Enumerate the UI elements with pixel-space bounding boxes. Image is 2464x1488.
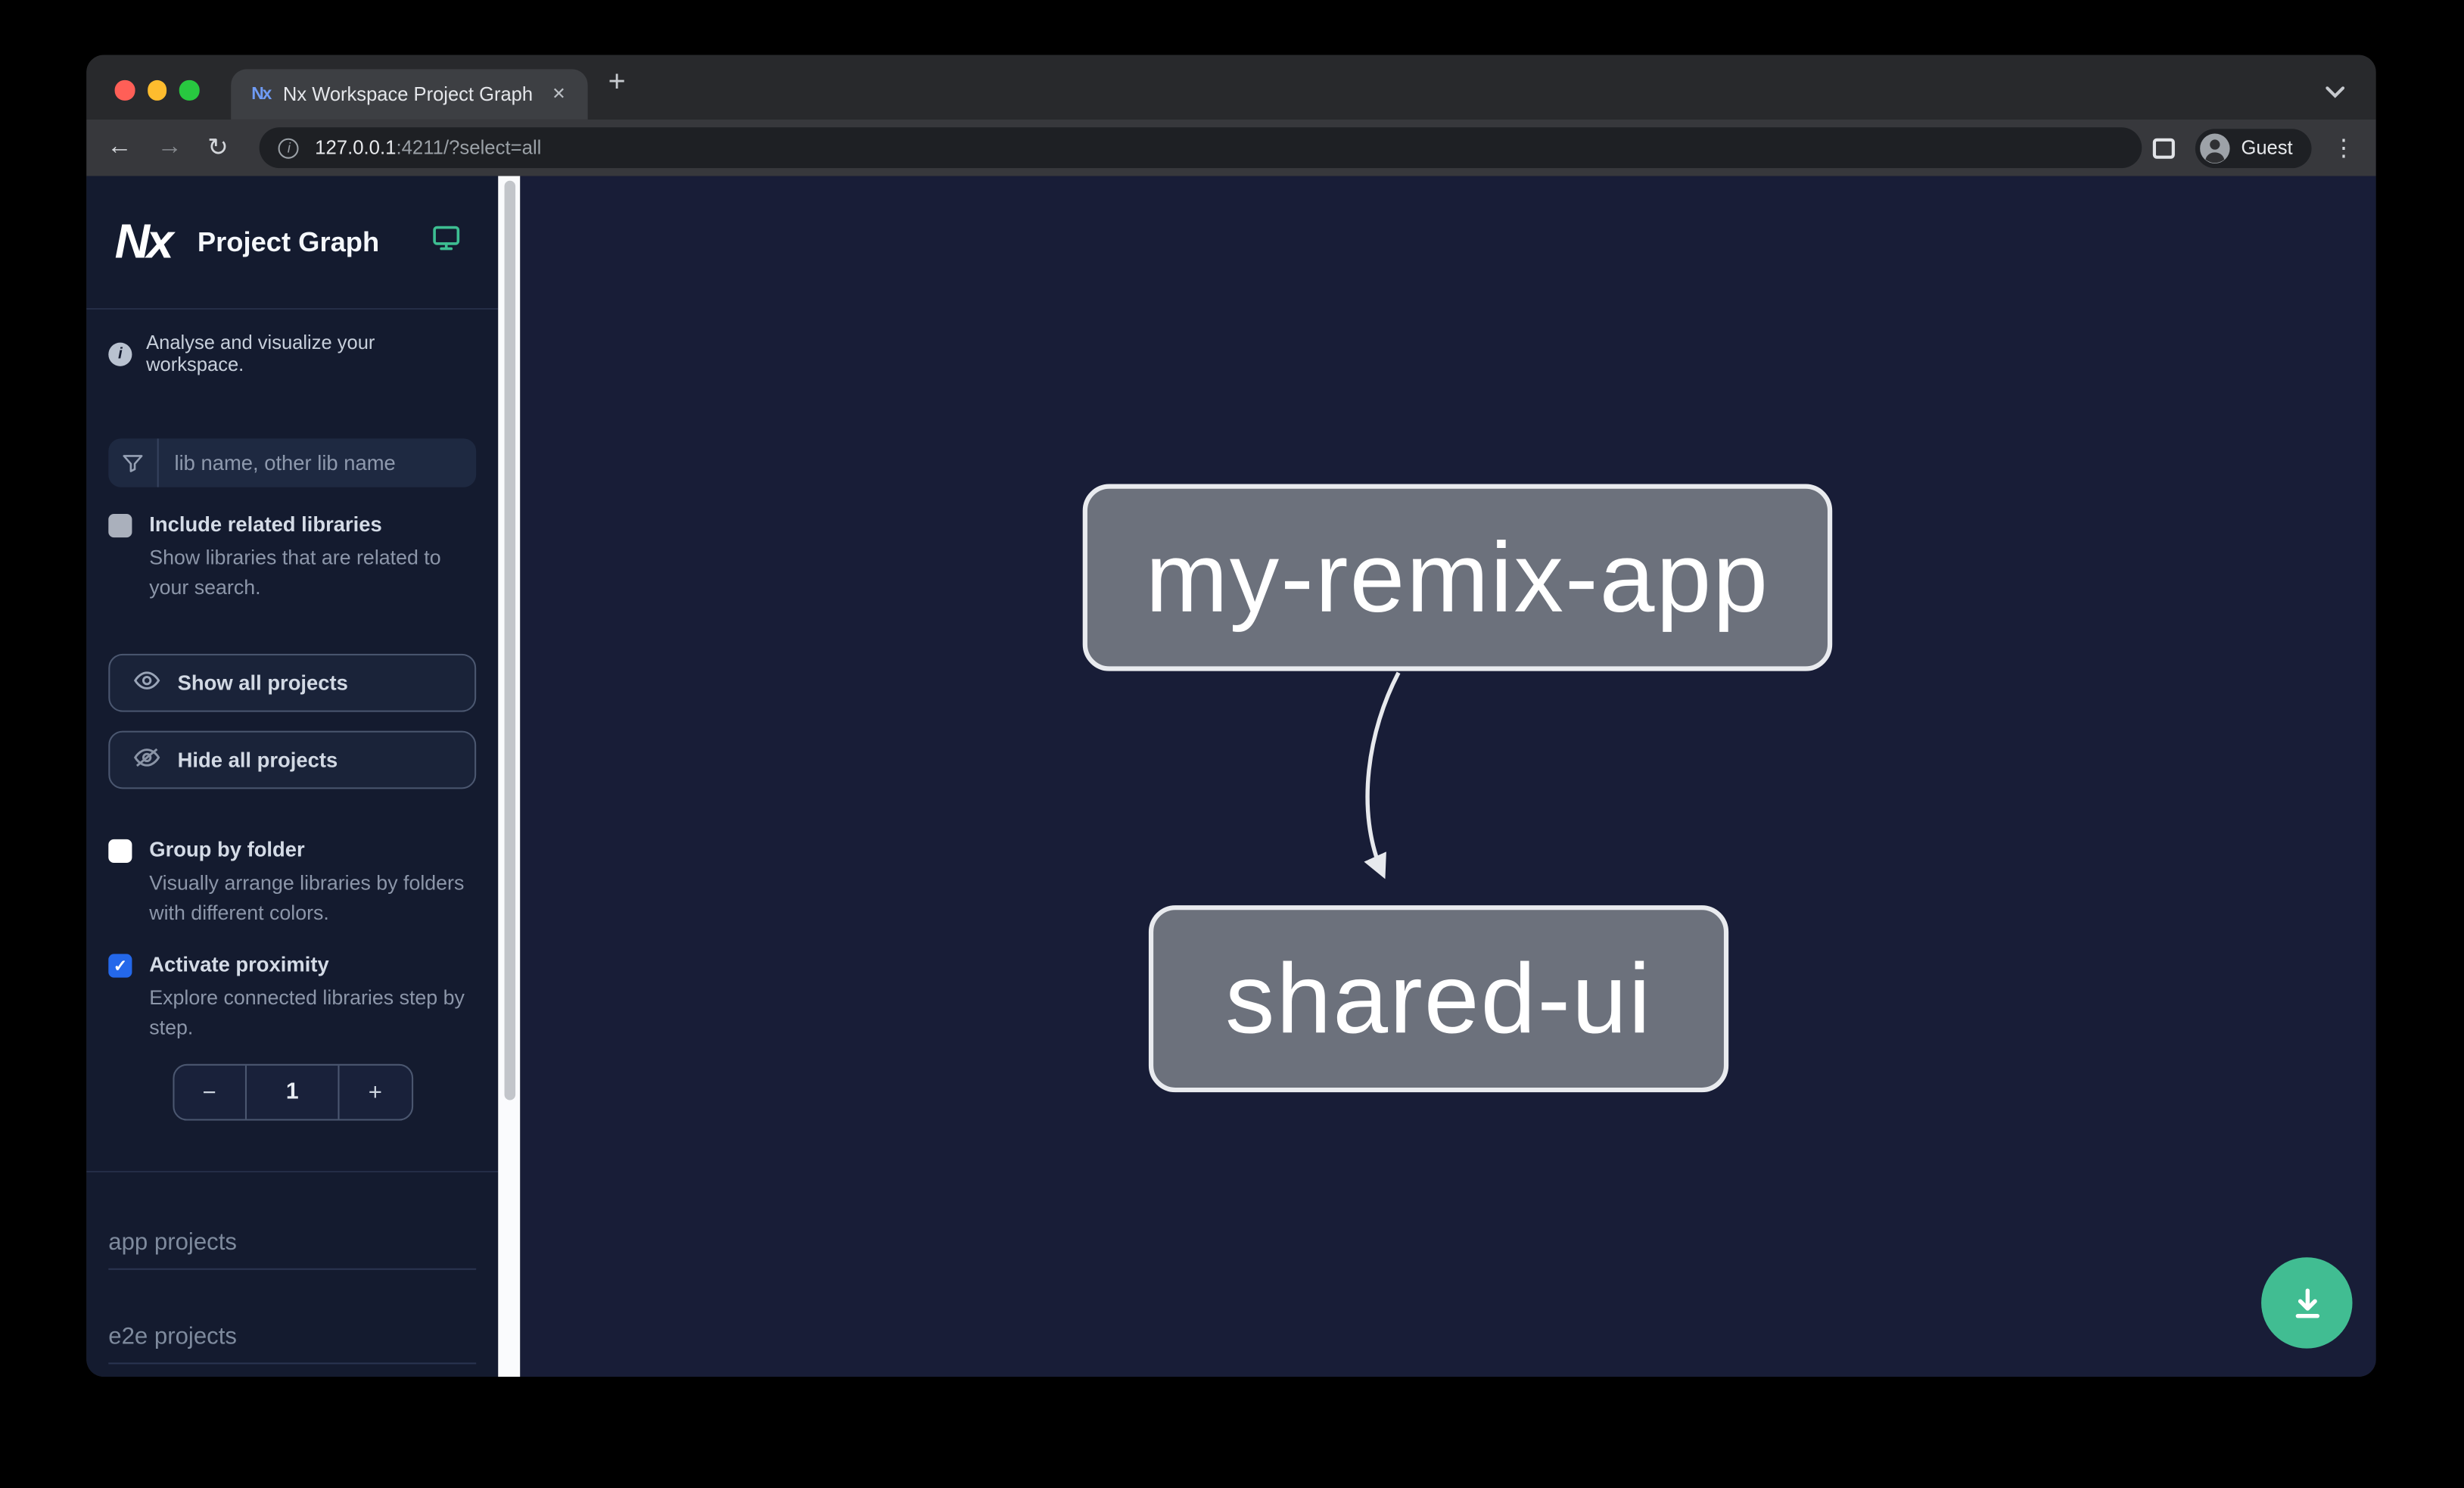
browser-menu-icon[interactable]: ⋮ [2332, 135, 2356, 162]
checkbox-checked[interactable]: ✓ [108, 954, 132, 978]
reload-icon[interactable]: ↻ [207, 135, 229, 162]
page-title: Project Graph [197, 225, 380, 257]
browser-tab[interactable]: Nx Nx Workspace Project Graph ✕ [231, 69, 588, 120]
window-controls [114, 79, 199, 100]
sidebar-scrollbar-thumb[interactable] [503, 180, 515, 1100]
graph-node-my-remix-app[interactable]: my-remix-app [1082, 484, 1833, 671]
graph-node-shared-ui[interactable]: shared-ui [1148, 905, 1729, 1093]
proximity-stepper: − 1 + [172, 1063, 413, 1121]
section-app-projects: app projects [108, 1229, 477, 1270]
info-icon: i [108, 341, 132, 366]
tab-list-chevron-down-icon[interactable] [2326, 79, 2345, 107]
graph-canvas[interactable]: my-remix-app shared-ui [520, 176, 2376, 1377]
profile-button[interactable]: Guest [2195, 128, 2312, 168]
checkbox-description: Visually arrange libraries by folders wi… [149, 870, 465, 924]
section-e2e-projects: e2e projects [108, 1323, 477, 1365]
checkbox-label: Group by folder [149, 837, 305, 861]
stepper-value: 1 [244, 1065, 340, 1119]
checkbox-activate-proximity[interactable]: ✓ Activate proximity Explore connected l… [108, 952, 476, 1041]
checkbox-label: Include related libraries [149, 512, 382, 537]
url-path: :4211/?select=all [396, 136, 542, 159]
download-graph-button[interactable] [2261, 1257, 2353, 1349]
nx-logo: Nx [114, 213, 174, 269]
checkbox-include-related[interactable]: Include related libraries Show libraries… [108, 512, 476, 602]
minimize-window-button[interactable] [147, 79, 167, 100]
button-label: Hide all projects [177, 748, 338, 772]
toolbar-right-cluster: Guest ⋮ [2153, 128, 2356, 168]
checkbox-group-by-folder[interactable]: Group by folder Visually arrange librari… [108, 838, 476, 927]
tagline-row: i Analyse and visualize your workspace. [108, 332, 476, 375]
profile-label: Guest [2241, 136, 2293, 159]
filter-icon [108, 438, 159, 487]
fullscreen-window-button[interactable] [179, 79, 199, 100]
forward-icon[interactable]: → [157, 133, 182, 160]
browser-toolbar: ← → ↻ i 127.0.0.1:4211/?select=all Guest… [86, 119, 2376, 176]
tab-close-icon[interactable]: ✕ [552, 85, 566, 104]
tab-title: Nx Workspace Project Graph [282, 83, 534, 106]
monitor-icon[interactable] [431, 223, 462, 261]
site-info-icon[interactable]: i [278, 137, 300, 158]
nx-favicon: Nx [251, 85, 272, 104]
page-content: Nx Project Graph i Analyse and visualize… [86, 176, 2376, 1377]
sidebar-header: Nx Project Graph [86, 176, 499, 310]
download-icon [2294, 1287, 2319, 1318]
hide-all-projects-button[interactable]: Hide all projects [108, 730, 477, 789]
checkbox-description: Explore connected libraries step by step… [149, 985, 465, 1039]
close-window-button[interactable] [114, 79, 135, 100]
checkbox-label: Activate proximity [149, 952, 329, 976]
button-label: Show all projects [177, 671, 348, 695]
increment-button[interactable]: + [368, 1079, 382, 1106]
show-all-projects-button[interactable]: Show all projects [108, 653, 477, 712]
search-input[interactable] [158, 450, 477, 475]
sidebar-divider [86, 1170, 499, 1173]
checkbox-unchecked[interactable] [108, 839, 132, 863]
back-icon[interactable]: ← [107, 133, 132, 160]
new-tab-button[interactable]: + [608, 66, 626, 99]
eye-icon [134, 670, 160, 696]
side-panel-icon[interactable] [2153, 137, 2176, 158]
url-host: 127.0.0.1 [315, 136, 397, 159]
search-box [108, 438, 477, 487]
eye-off-icon [134, 746, 160, 773]
checkbox-description: Show libraries that are related to your … [149, 545, 441, 599]
url-text: 127.0.0.1:4211/?select=all [315, 137, 541, 159]
decrement-button[interactable]: − [202, 1079, 216, 1106]
sidebar: Nx Project Graph i Analyse and visualize… [86, 176, 499, 1377]
tab-strip: Nx Nx Workspace Project Graph ✕ + [86, 54, 2376, 120]
avatar [2200, 132, 2230, 163]
sidebar-scrollbar-track [498, 176, 521, 1377]
browser-window: Nx Nx Workspace Project Graph ✕ + ← → ↻ … [86, 54, 2376, 1377]
address-bar[interactable]: i 127.0.0.1:4211/?select=all [260, 127, 2143, 169]
tagline-text: Analyse and visualize your workspace. [146, 332, 375, 376]
checkbox-unchecked[interactable] [108, 514, 132, 538]
dependency-edge [1364, 671, 1401, 879]
